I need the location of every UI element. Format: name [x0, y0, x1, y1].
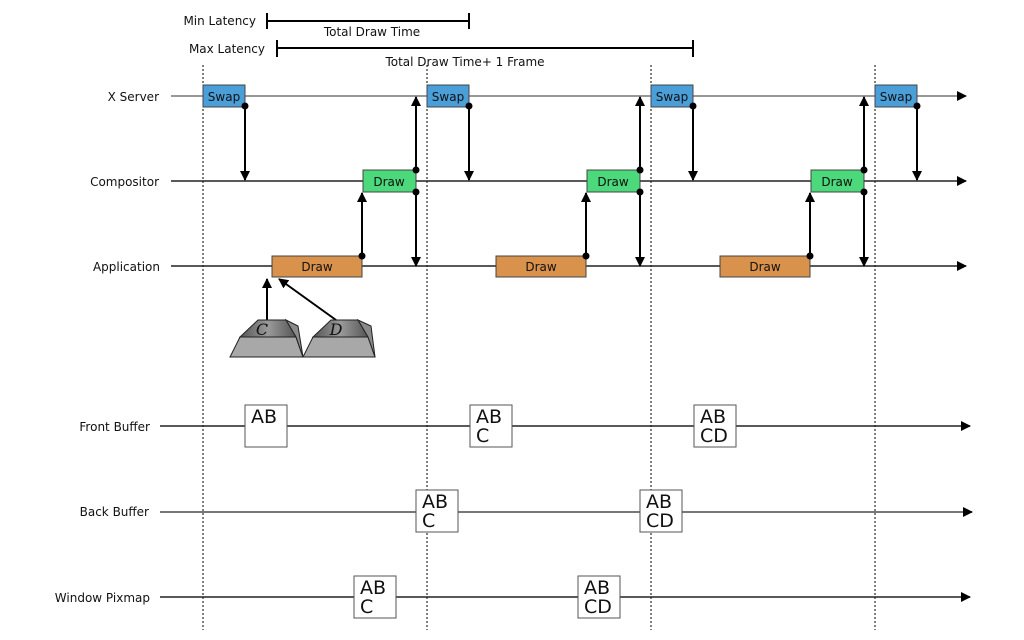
svg-text:C: C [360, 596, 373, 618]
max-latency-label: Max Latency [189, 42, 265, 56]
application-draw-box: Draw [495, 255, 587, 278]
buffer-box: ABC [415, 489, 459, 533]
buffer-box: ABC [469, 404, 513, 448]
lane-label-front-buffer: Front Buffer [79, 420, 150, 434]
svg-text:AB: AB [584, 577, 610, 599]
svg-text:AB: AB [476, 406, 502, 428]
swap-box: Swap [650, 84, 694, 108]
max-latency-span-label: Total Draw Time+ 1 Frame [384, 55, 544, 69]
max-latency-bracket: Max Latency Total Draw Time+ 1 Frame [189, 40, 694, 69]
min-latency-bracket: Min Latency Total Draw Time [183, 13, 470, 39]
key-d: D [302, 318, 376, 358]
buffer-box: ABC [353, 575, 397, 619]
compositor-draw-box: Draw [810, 169, 865, 193]
swap-box: Swap [874, 84, 918, 108]
svg-text:C: C [422, 510, 435, 532]
svg-text:Swap: Swap [208, 90, 240, 104]
key-c-label: C [256, 320, 268, 339]
svg-text:Draw: Draw [301, 260, 333, 274]
svg-text:Swap: Swap [656, 90, 688, 104]
svg-text:Draw: Draw [749, 260, 781, 274]
svg-text:AB: AB [646, 491, 672, 513]
svg-text:Swap: Swap [432, 90, 464, 104]
swap-boxes: Swap Swap Swap Swap [202, 84, 918, 108]
flow-arrows [240, 96, 922, 321]
swap-box: Swap [426, 84, 470, 108]
svg-text:C: C [476, 425, 489, 447]
svg-text:Swap: Swap [880, 90, 912, 104]
svg-text:AB: AB [700, 406, 726, 428]
min-latency-span-label: Total Draw Time [323, 25, 420, 39]
svg-text:CD: CD [646, 510, 674, 532]
svg-text:Draw: Draw [525, 260, 557, 274]
key-d-label: D [329, 320, 343, 339]
svg-text:Draw: Draw [373, 175, 405, 189]
compositor-draw-boxes: Draw Draw Draw [362, 169, 865, 193]
svg-text:AB: AB [360, 577, 386, 599]
svg-text:AB: AB [422, 491, 448, 513]
arrow-key-d-to-draw [278, 278, 337, 321]
lane-label-window-pixmap: Window Pixmap [55, 591, 150, 605]
svg-text:CD: CD [700, 425, 728, 447]
lane-label-compositor: Compositor [90, 175, 159, 189]
compositor-draw-box: Draw [362, 169, 417, 193]
frame-boundaries [202, 65, 876, 630]
lane-label-x-server: X Server [108, 90, 159, 104]
compositor-draw-box: Draw [586, 169, 641, 193]
svg-text:AB: AB [251, 406, 277, 428]
lane-label-application: Application [93, 260, 160, 274]
svg-text:Draw: Draw [821, 175, 853, 189]
svg-text:CD: CD [584, 596, 612, 618]
svg-text:Draw: Draw [597, 175, 629, 189]
key-c: C [229, 318, 304, 358]
application-draw-box: Draw [719, 255, 811, 278]
min-latency-label: Min Latency [183, 14, 256, 28]
lane-label-back-buffer: Back Buffer [80, 505, 149, 519]
buffer-box: AB [244, 404, 288, 448]
application-draw-boxes: Draw Draw Draw [271, 255, 811, 278]
swap-box: Swap [202, 84, 246, 108]
application-draw-box: Draw [271, 255, 363, 278]
